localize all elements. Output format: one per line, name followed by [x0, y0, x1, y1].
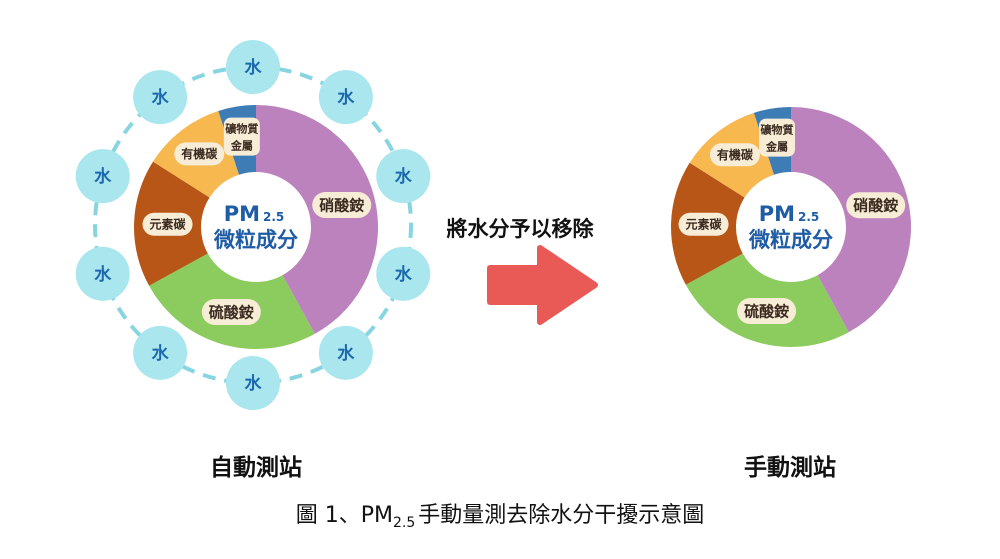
water-circle-shape	[133, 70, 188, 125]
label-text-line2: 金屬	[230, 139, 253, 153]
slice-label-organic-carbon: 有機碳	[709, 143, 760, 167]
slice-label-sulfate: 硫酸銨	[737, 298, 797, 325]
label-pill	[174, 142, 225, 166]
center-label: 微粒成分	[213, 228, 298, 252]
center-subscript: 2.5	[798, 210, 819, 224]
water-circle-shape	[226, 40, 280, 94]
water-droplet: 水	[318, 70, 373, 125]
water-label: 水	[94, 166, 112, 187]
caption-prefix: 圖 1、PM	[296, 503, 393, 528]
label-text-line2: 金屬	[765, 140, 788, 154]
slice-label-elemental-carbon: 元素碳	[142, 212, 193, 236]
water-label: 水	[337, 343, 355, 364]
slice-label-nitrate: 硝酸銨	[846, 192, 906, 219]
slice-label-nitrate: 硝酸銨	[312, 191, 372, 218]
center-pm: PM	[759, 202, 795, 226]
label-pill	[709, 143, 760, 167]
water-circle-shape	[376, 149, 431, 204]
label-text: 元素碳	[686, 217, 723, 232]
slice-label-sulfate: 硫酸銨	[201, 298, 261, 325]
label-text: 元素碳	[150, 217, 187, 232]
slice-label-elemental-carbon: 元素碳	[678, 212, 729, 236]
water-label: 水	[94, 264, 112, 285]
water-circle-shape	[75, 246, 130, 301]
donut-hole	[737, 173, 845, 281]
water-label: 水	[337, 87, 355, 108]
label-pill	[223, 117, 260, 156]
label-text: 有機碳	[717, 147, 754, 162]
right-arrow-icon	[487, 245, 598, 325]
slice-label-organic-carbon: 有機碳	[174, 142, 225, 166]
water-label: 水	[395, 264, 413, 285]
label-pill	[312, 191, 372, 218]
water-droplet: 水	[376, 246, 431, 301]
label-text: 硝酸銨	[319, 196, 364, 214]
center-subscript: 2.5	[263, 210, 284, 224]
water-droplet: 水	[226, 356, 280, 410]
label-text: 硫酸銨	[744, 302, 789, 320]
label-pill	[846, 192, 906, 219]
water-droplet: 水	[75, 246, 130, 301]
removal-arrow: 將水分予以移除	[447, 217, 598, 325]
water-label: 水	[395, 166, 413, 187]
caption-suffix: 手動量測去除水分干擾示意圖	[418, 503, 704, 528]
caption-subscript: 2.5	[393, 515, 415, 531]
water-label: 水	[245, 57, 263, 78]
manual-station-title: 手動測站	[744, 455, 836, 481]
label-pill	[142, 212, 193, 236]
center-label: 微粒成分	[748, 228, 833, 252]
label-text-line1: 礦物質	[225, 122, 258, 136]
water-label: 水	[152, 343, 170, 364]
label-text: 有機碳	[181, 146, 218, 161]
water-droplet: 水	[75, 149, 130, 204]
water-circle-shape	[226, 356, 280, 410]
water-droplet: 水	[133, 70, 188, 125]
water-label: 水	[245, 373, 263, 394]
water-droplet: 水	[318, 325, 373, 380]
arrow-label: 將水分予以移除	[447, 217, 595, 241]
water-circle-shape	[133, 325, 188, 380]
label-pill	[758, 118, 795, 157]
water-droplet: 水	[226, 40, 280, 94]
center-pm: PM	[224, 202, 260, 226]
label-text: 硝酸銨	[853, 197, 898, 215]
water-label: 水	[152, 87, 170, 108]
water-circle-shape	[75, 149, 130, 204]
label-pill	[201, 298, 261, 325]
water-circle-shape	[318, 325, 373, 380]
water-circle-shape	[376, 246, 431, 301]
water-droplet: 水	[133, 325, 188, 380]
label-pill	[678, 212, 729, 236]
water-droplet: 水	[376, 149, 431, 204]
donut-hole	[202, 173, 310, 281]
label-pill	[737, 298, 797, 325]
label-text: 硫酸銨	[209, 303, 254, 321]
slice-nitrate	[256, 105, 378, 334]
water-circle-shape	[318, 70, 373, 125]
slice-nitrate	[791, 107, 912, 333]
label-text-line1: 礦物質	[760, 123, 793, 137]
auto-station-title: 自動測站	[210, 454, 302, 481]
